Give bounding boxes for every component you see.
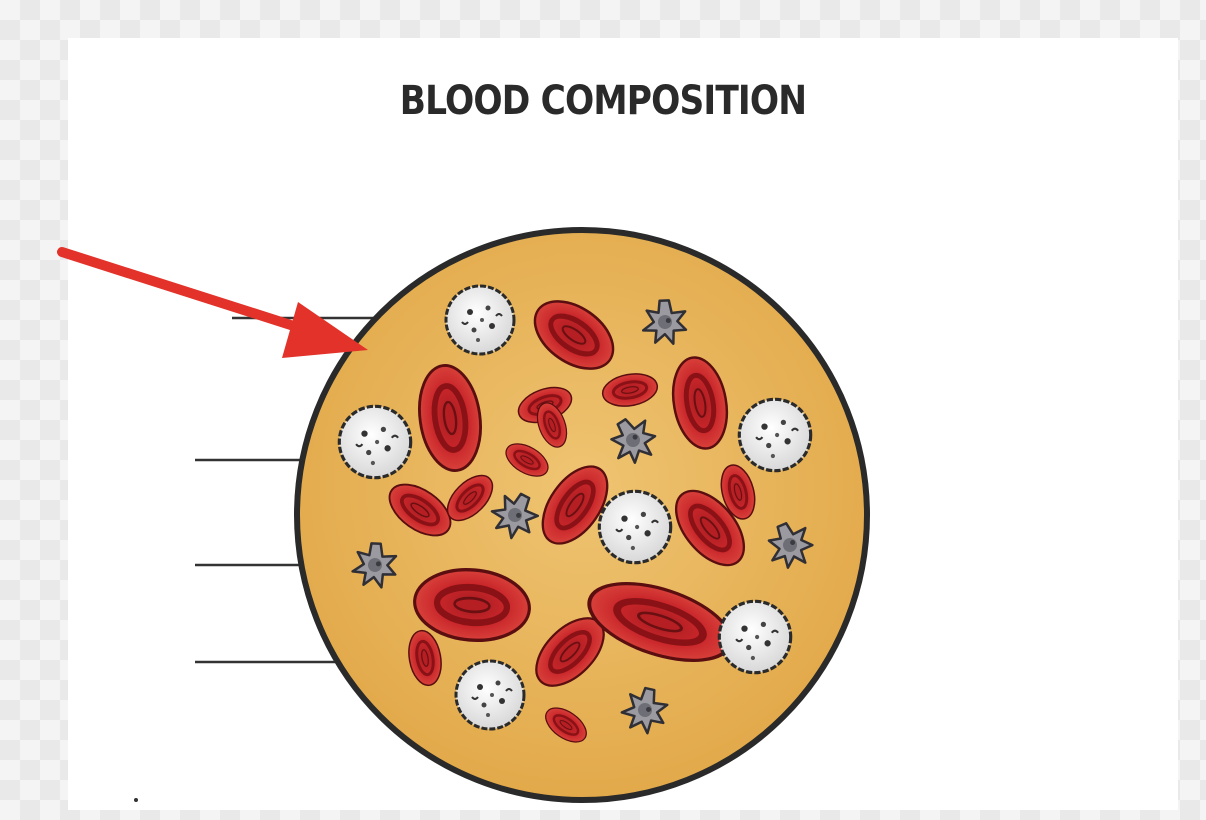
white-blood-cell — [597, 489, 673, 565]
white-blood-cell — [717, 599, 793, 675]
white-blood-cell — [454, 659, 526, 731]
white-blood-cell — [737, 397, 813, 473]
white-blood-cell — [444, 284, 516, 356]
red-arrow-annotation — [57, 247, 368, 358]
diagram-title: BLOOD COMPOSITION — [399, 78, 807, 124]
white-blood-cell — [337, 404, 413, 480]
stray-mark — [134, 798, 138, 802]
